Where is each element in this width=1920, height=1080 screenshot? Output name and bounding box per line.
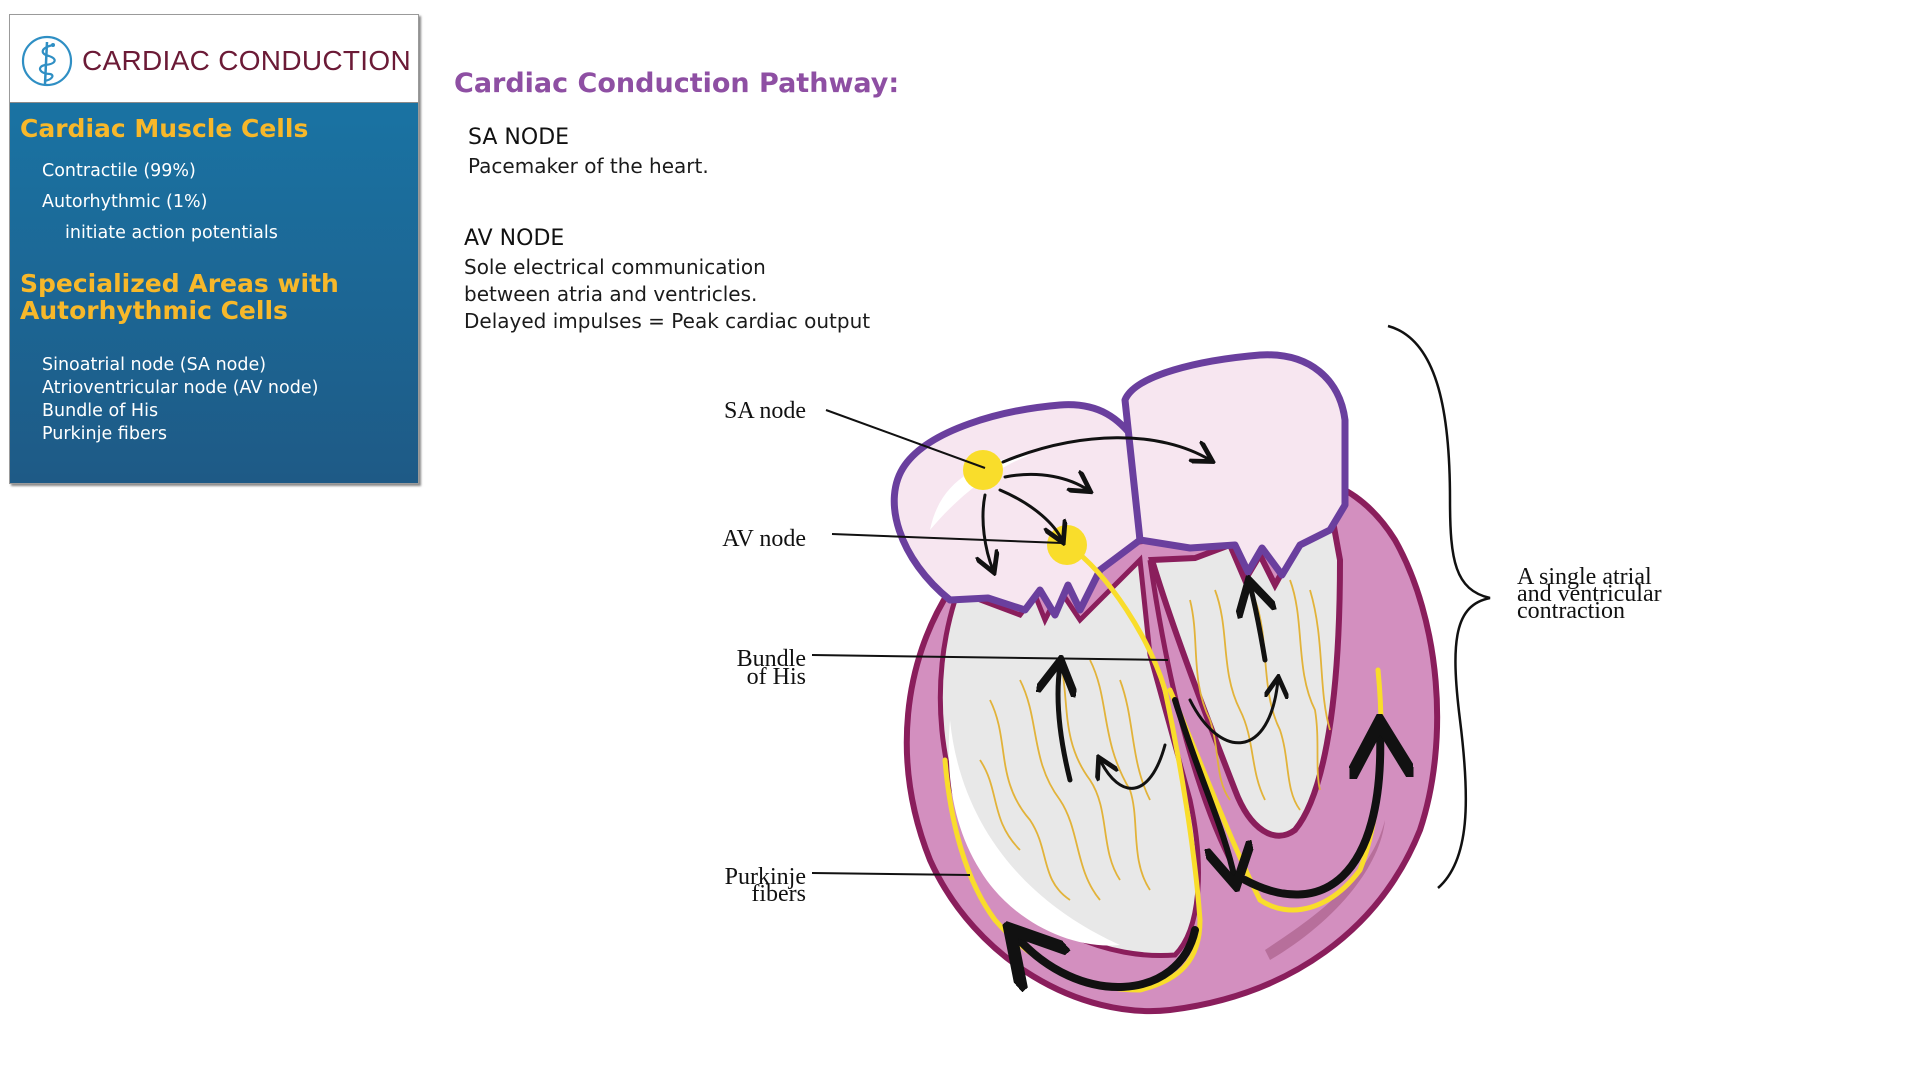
list-item: Atrioventricular node (AV node)	[42, 378, 319, 398]
bundle-of-his	[942, 542, 1203, 993]
sa-node-description: Pacemaker of the heart.	[468, 154, 709, 178]
label-purkinje-line1: Purkinje	[725, 864, 806, 890]
description-line: Sole electrical communication	[464, 255, 766, 279]
arrow-septum-down	[1172, 697, 1235, 880]
bracket-label-line3: contraction	[1517, 598, 1625, 624]
heading-line: Autorhythmic Cells	[20, 296, 288, 325]
label-purkinje-line2: fibers	[751, 881, 806, 907]
label-bundle-line1: Bundle	[737, 646, 806, 672]
caduceus-icon	[21, 35, 73, 87]
muscle-fibers	[979, 579, 1331, 901]
label-av-node: AV node	[722, 526, 806, 552]
description-line: Delayed impulses = Peak cardiac output	[464, 309, 871, 333]
bracket-label-line2: and ventricular	[1517, 581, 1662, 607]
arrow-sa-to-atrium	[1003, 474, 1088, 490]
myocardium-shadow	[1265, 820, 1385, 960]
info-panel: CARDIAC CONDUCTION Cardiac Muscle Cells …	[9, 14, 419, 484]
section-heading-muscle-cells: Cardiac Muscle Cells	[20, 114, 309, 143]
description-line: between atria and ventricles.	[464, 282, 758, 306]
arrow-sa-down	[983, 493, 993, 570]
arrow-lv-up	[1058, 665, 1070, 783]
left-chamber-highlight	[948, 720, 1120, 946]
label-sa-node: SA node	[724, 398, 806, 424]
av-node-heading: AV NODE	[464, 226, 565, 251]
leader-lines	[811, 409, 1169, 876]
label-bundle-line2: of His	[747, 664, 806, 690]
list-item: Autorhythmic (1%)	[42, 192, 208, 212]
sa-node-heading: SA NODE	[468, 125, 570, 150]
bracket-label-line1: A single atrial	[1517, 564, 1652, 590]
list-item: Contractile (99%)	[42, 161, 196, 181]
impulse-arrows	[983, 436, 1380, 987]
list-item: Purkinje fibers	[42, 424, 168, 444]
arrow-sa-to-right-atrium	[1001, 436, 1210, 462]
panel-body: Cardiac Muscle Cells Contractile (99%) A…	[10, 103, 418, 483]
heading-line: Specialized Areas with	[20, 269, 339, 298]
arrow-rv-curve	[1188, 680, 1278, 745]
list-item-indented: initiate action potentials	[65, 223, 278, 243]
arrow-rv-up	[1250, 585, 1265, 663]
arrow-bottom-left	[1015, 930, 1199, 987]
av-node	[1047, 525, 1087, 565]
right-atrium	[1121, 351, 1349, 579]
page-title: Cardiac Conduction Pathway:	[454, 68, 900, 99]
list-item: Bundle of His	[42, 401, 159, 421]
panel-header: CARDIAC CONDUCTION	[10, 15, 418, 103]
av-node-description: Sole electrical communication between at…	[464, 254, 870, 335]
arrow-sa-to-av	[998, 488, 1062, 540]
list-item: Sinoatrial node (SA node)	[42, 355, 267, 375]
app-title: CARDIAC CONDUCTION	[82, 45, 411, 76]
curly-bracket	[1387, 324, 1491, 889]
arrow-lv-curve	[1100, 743, 1167, 790]
arrow-bottom-right	[1241, 730, 1380, 899]
sa-node	[963, 450, 1003, 490]
section-heading-specialized-areas: Specialized Areas with Autorhythmic Cell…	[20, 270, 339, 324]
